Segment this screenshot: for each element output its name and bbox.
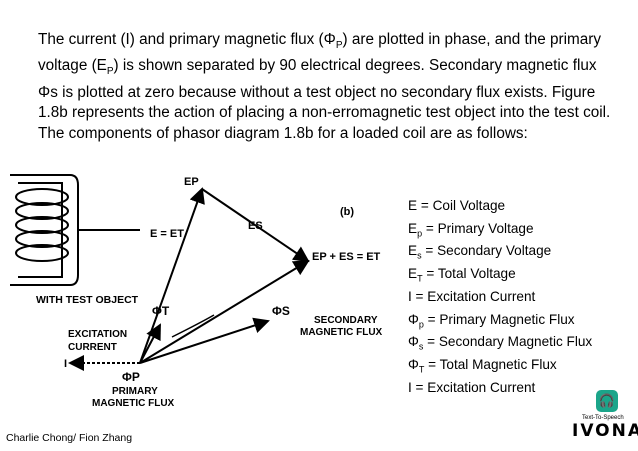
label-e-eq-et: E = ET	[150, 228, 184, 240]
label-secondary-flux-1: SECONDARY	[314, 315, 378, 326]
phasor-lines	[68, 187, 310, 371]
legend-item: ΦT = Total Magnetic Flux	[408, 356, 636, 379]
legend-symbol: Φ	[408, 311, 419, 327]
label-secondary-flux-2: MAGNETIC FLUX	[300, 327, 383, 338]
legend-symbol: I	[408, 379, 412, 395]
ivona-logo: 🎧 Text-To-Speech IVONA	[572, 390, 638, 448]
intro-paragraph: The current (I) and primary magnetic flu…	[38, 30, 613, 144]
et-vector	[139, 259, 310, 364]
es-vector	[201, 188, 310, 263]
legend-item: Φs = Secondary Magnetic Flux	[408, 333, 636, 356]
label-excitation-2: CURRENT	[68, 342, 117, 353]
legend-description: = Total Voltage	[422, 266, 516, 282]
label-es: ES	[248, 220, 263, 232]
legend-item: I = Excitation Current	[408, 379, 636, 402]
ep-vector	[139, 187, 205, 364]
legend-description: = Total Magnetic Flux	[424, 357, 557, 373]
label-phi-t: ΦT	[152, 304, 170, 318]
legend-symbol: Φ	[408, 334, 419, 350]
legend-description: = Coil Voltage	[417, 198, 506, 213]
legend-symbol: E	[408, 243, 418, 259]
legend-subscript: p	[418, 319, 424, 330]
intro-text-1: The current (I) and primary magnetic flu…	[38, 31, 336, 48]
legend-item: I = Excitation Current	[408, 288, 636, 311]
label-phi-p: ΦP	[122, 370, 140, 384]
logo-brand: IVONA	[572, 421, 638, 441]
footer-credit: Charlie Chong/ Fion Zhang	[6, 432, 133, 444]
legend-item: ET = Total Voltage	[408, 265, 636, 288]
legend-symbol: Φ	[408, 357, 419, 373]
legend-description: = Excitation Current	[411, 288, 536, 304]
label-phi-s: ΦS	[272, 304, 290, 318]
label-excitation-1: EXCITATION	[68, 329, 127, 340]
label-primary-flux-2: MAGNETIC FLUX	[92, 398, 175, 409]
label-ep-es-et: EP + ES = ET	[312, 251, 381, 263]
legend-subscript: p	[417, 228, 423, 239]
phi-t-vector	[139, 323, 161, 364]
intro-sub-1: P	[335, 40, 343, 52]
legend-symbol: E	[408, 220, 418, 236]
legend-item: Φp = Primary Magnetic Flux	[408, 311, 636, 334]
legend-subscript: s	[418, 342, 424, 353]
test-coil	[10, 174, 140, 286]
legend-item: Ep = Primary Voltage	[408, 220, 636, 243]
legend-description: = Excitation Current	[411, 379, 536, 395]
legend-symbol: E	[408, 266, 418, 282]
intro-text-2: ) are plotted in phase, and the primary …	[38, 31, 602, 75]
legend-description: = Secondary Magnetic Flux	[423, 334, 593, 350]
intro-sub-2: P	[106, 66, 114, 78]
legend-subscript: s	[417, 251, 422, 262]
legend-subscript: T	[417, 273, 423, 284]
legend-symbol: E	[408, 198, 418, 213]
phi-s-vector	[139, 317, 270, 364]
label-b: (b)	[340, 206, 354, 218]
phasor-diagram: EP E = ET ES (b) EP + ES = ET WITH TEST …	[10, 174, 383, 409]
label-with-test-object: WITH TEST OBJECT	[36, 294, 139, 306]
legend-item: Es = Secondary Voltage	[408, 242, 636, 265]
logo-tagline: Text-To-Speech	[582, 415, 624, 421]
legend-symbol: I	[408, 288, 412, 304]
legend-subscript: T	[418, 364, 425, 375]
headphones-icon: 🎧	[596, 390, 618, 412]
intro-text-3: ) is shown separated by 90 electrical de…	[38, 57, 611, 142]
label-ep: EP	[184, 176, 199, 188]
legend-description: = Primary Magnetic Flux	[423, 311, 575, 327]
label-primary-flux-1: PRIMARY	[112, 386, 158, 397]
legend-item: E = Coil Voltage	[408, 197, 636, 220]
legend-description: = Secondary Voltage	[421, 243, 552, 259]
label-i: I	[64, 358, 67, 370]
legend-description: = Primary Voltage	[422, 220, 534, 236]
